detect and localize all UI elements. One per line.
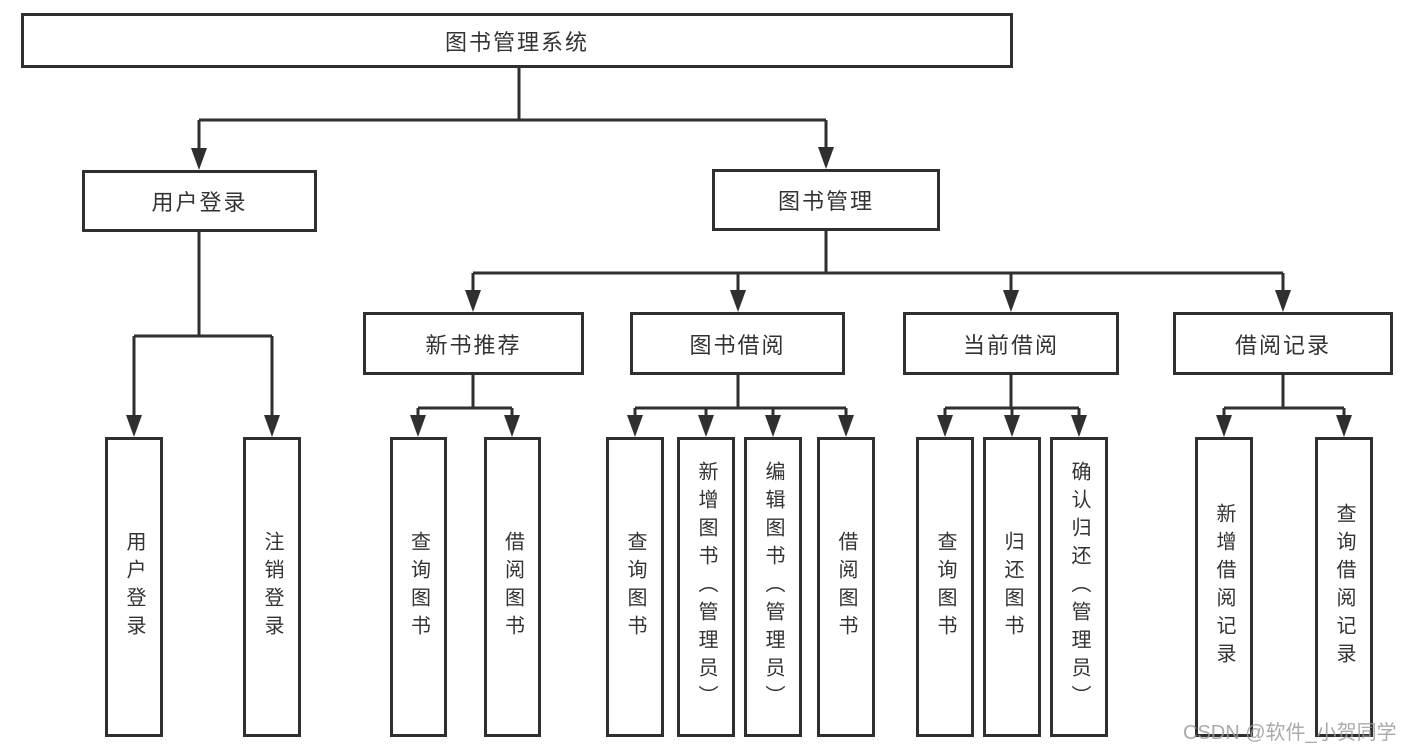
watermark: CSDN @软件_小贺同学 [1183, 722, 1397, 744]
node-book-borrowing: 图书借阅 [630, 312, 845, 375]
leaf-query-books-recommend: 查询图书 [390, 437, 447, 737]
leaf-query-books-borrowing: 查询图书 [606, 437, 664, 737]
leaf-borrow-books-recommend-label: 借阅图书 [501, 531, 524, 643]
node-user-login: 用户登录 [82, 170, 317, 232]
leaf-user-login: 用户登录 [105, 437, 163, 737]
leaf-logout: 注销登录 [243, 437, 301, 737]
leaf-query-books-current-label: 查询图书 [934, 531, 956, 643]
leaf-user-login-label: 用户登录 [123, 531, 145, 643]
leaf-confirm-return-admin: 确认归还（管理员） [1050, 437, 1108, 737]
leaf-add-borrow-record: 新增借阅记录 [1195, 437, 1253, 737]
node-library-system: 图书管理系统 [21, 13, 1013, 68]
leaf-edit-book-admin: 编辑图书（管理员） [744, 437, 802, 737]
leaf-add-book-admin: 新增图书（管理员） [677, 437, 735, 737]
leaf-add-borrow-record-label: 新增借阅记录 [1213, 503, 1235, 671]
leaf-query-books-borrowing-label: 查询图书 [624, 531, 646, 643]
node-current-borrowing: 当前借阅 [903, 312, 1119, 375]
leaf-borrow-books: 借阅图书 [817, 437, 875, 737]
leaf-logout-label: 注销登录 [261, 531, 283, 643]
leaf-return-book: 归还图书 [983, 437, 1041, 737]
node-new-book-recommend: 新书推荐 [363, 312, 584, 375]
leaf-query-borrow-record: 查询借阅记录 [1315, 437, 1373, 737]
leaf-confirm-return-admin-label: 确认归还（管理员） [1068, 461, 1090, 713]
leaf-add-book-admin-label: 新增图书（管理员） [695, 461, 717, 713]
leaf-borrow-books-label: 借阅图书 [835, 531, 857, 643]
leaf-edit-book-admin-label: 编辑图书（管理员） [762, 461, 784, 713]
node-book-management: 图书管理 [712, 169, 940, 231]
leaf-query-books-current: 查询图书 [916, 437, 974, 737]
leaf-query-borrow-record-label: 查询借阅记录 [1333, 503, 1355, 671]
node-borrowing-records: 借阅记录 [1173, 312, 1393, 375]
leaf-return-book-label: 归还图书 [1001, 531, 1023, 643]
leaf-borrow-books-recommend: 借阅图书 [484, 437, 541, 737]
leaf-query-books-recommend-label: 查询图书 [407, 531, 430, 643]
